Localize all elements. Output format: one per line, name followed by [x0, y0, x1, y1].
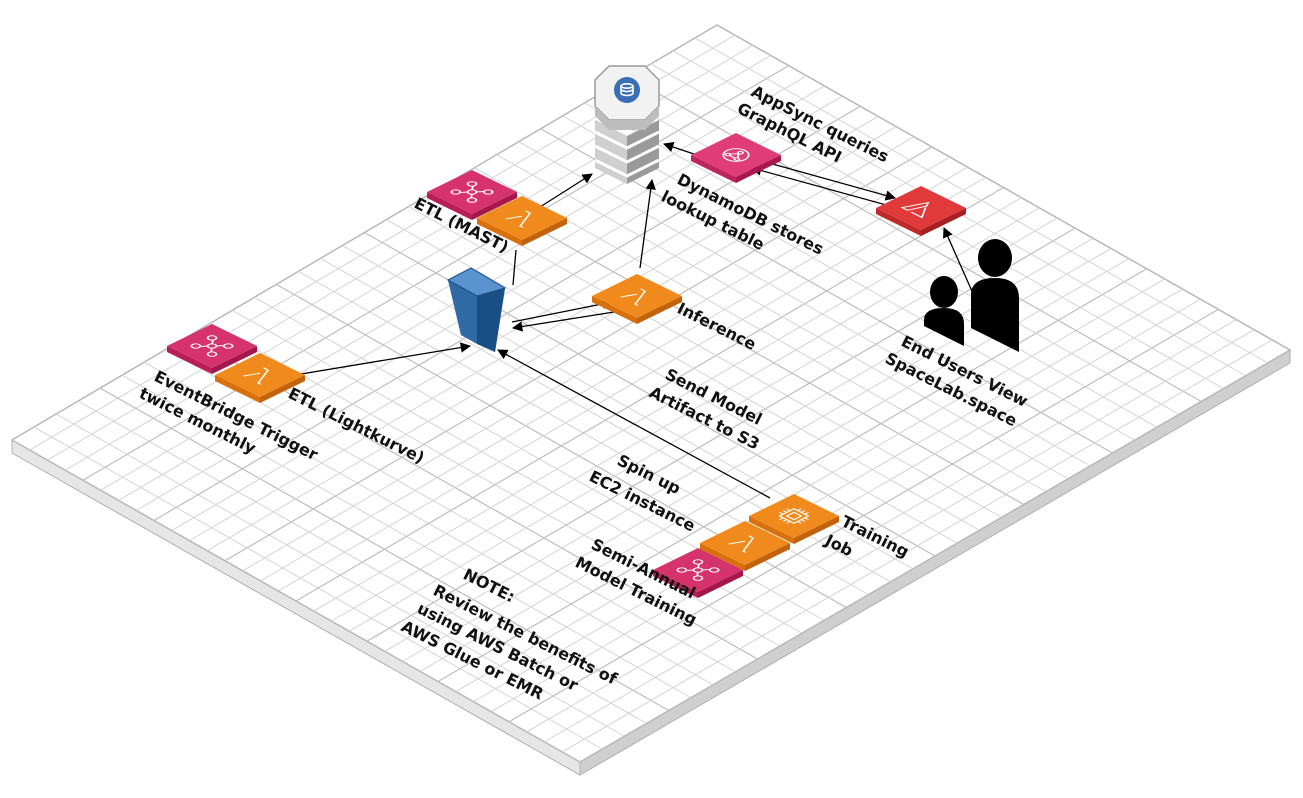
- grid-line: [313, 197, 1022, 612]
- grid-line: [496, 154, 1069, 480]
- dynamodb-icon: [594, 65, 660, 184]
- edge-training-to-s3: [497, 349, 771, 499]
- grid-line: [561, 339, 1273, 753]
- grid-line: [490, 298, 1201, 713]
- grid-line: [544, 329, 1255, 743]
- edge-amplify-to-appsync: [750, 165, 891, 207]
- grid-line: [562, 115, 1135, 441]
- grid-line: [508, 308, 1219, 723]
- grid-line: [455, 278, 1165, 692]
- platform: [10, 24, 1292, 776]
- users-icon: [924, 239, 1019, 352]
- grid-line: [430, 193, 1002, 518]
- step-functions-icon: [653, 548, 743, 598]
- grid-line: [452, 180, 1025, 506]
- grid-line: [540, 128, 1113, 454]
- lambda-icon: [477, 196, 567, 246]
- grid-line: [386, 219, 958, 544]
- lambda-icon: [592, 274, 682, 324]
- amplify-icon: [876, 186, 966, 236]
- edge-etl-mast-to-dynamodb: [539, 173, 593, 208]
- grid-line: [606, 89, 1180, 415]
- grid-line: [331, 207, 1040, 622]
- step-functions-icon: [167, 324, 257, 374]
- grid-line: [694, 37, 1269, 364]
- grid-line: [584, 102, 1158, 428]
- grid-line: [473, 288, 1183, 703]
- grid-line: [437, 268, 1148, 683]
- step-functions-icon: [427, 170, 517, 220]
- grid-line: [526, 319, 1237, 733]
- edge-inference-to-dynamodb: [639, 178, 656, 269]
- edge-etl-lightkurve-to-s3: [282, 342, 472, 378]
- lambda-icon: [215, 353, 305, 403]
- ec2-chip-icon: [749, 494, 839, 544]
- grid-line: [408, 206, 980, 531]
- s3-bucket-icon: [446, 267, 507, 352]
- lambda-icon: [700, 521, 790, 571]
- edge-etl-mast-to-s3: [512, 249, 517, 286]
- edge-users-to-amplify: [943, 227, 976, 299]
- edge-appsync-to-amplify: [757, 159, 897, 201]
- edge-s3-to-inference: [511, 298, 614, 323]
- grid-line: [628, 76, 1202, 403]
- grid-line: [518, 141, 1091, 467]
- appsync-icon: [691, 133, 781, 183]
- grid-line: [474, 167, 1047, 493]
- edge-inference-to-s3: [511, 311, 615, 332]
- grid-line: [295, 186, 1004, 602]
